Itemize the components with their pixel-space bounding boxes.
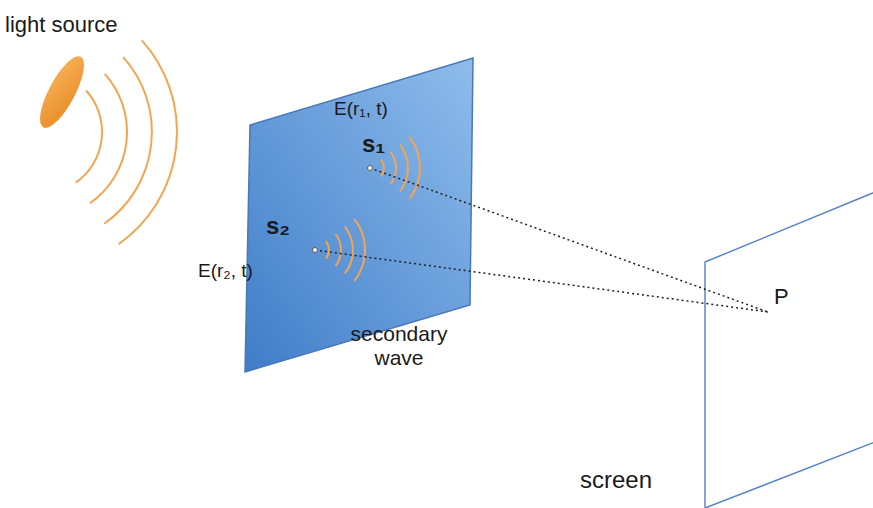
wavelet-arc bbox=[354, 219, 365, 281]
primary-wave bbox=[76, 40, 177, 244]
wavelet-arc bbox=[381, 159, 384, 176]
wavelet-arc bbox=[326, 241, 329, 258]
wavelet-arc bbox=[336, 234, 342, 266]
wavefront-plane bbox=[245, 58, 473, 372]
ray-line bbox=[315, 250, 768, 312]
point-source bbox=[368, 166, 373, 171]
ray-line bbox=[370, 168, 768, 312]
primary-wave-arc bbox=[119, 40, 177, 244]
wavelet-arc bbox=[409, 137, 420, 199]
wavelet-arc bbox=[345, 227, 353, 274]
point-label: P bbox=[774, 284, 789, 309]
secondary-wavelet bbox=[326, 137, 420, 281]
wavelet-arc bbox=[391, 152, 397, 184]
screen-plane bbox=[705, 190, 873, 508]
primary-wave-arc bbox=[104, 57, 152, 224]
light-source bbox=[32, 51, 93, 134]
screen-label: screen bbox=[580, 466, 652, 494]
wave-label: secondary wave bbox=[334, 322, 464, 370]
point-label: s₁ bbox=[362, 130, 385, 158]
point-source bbox=[313, 248, 318, 253]
field-label: E(r₂, t) bbox=[198, 260, 253, 282]
field-label: E(r₁, t) bbox=[334, 98, 388, 120]
source-label: light source bbox=[5, 12, 118, 37]
primary-wave-arc bbox=[76, 91, 102, 183]
wavelet-arc bbox=[400, 145, 408, 192]
primary-wave-arc bbox=[90, 74, 127, 204]
point-label: s₂ bbox=[266, 212, 290, 240]
